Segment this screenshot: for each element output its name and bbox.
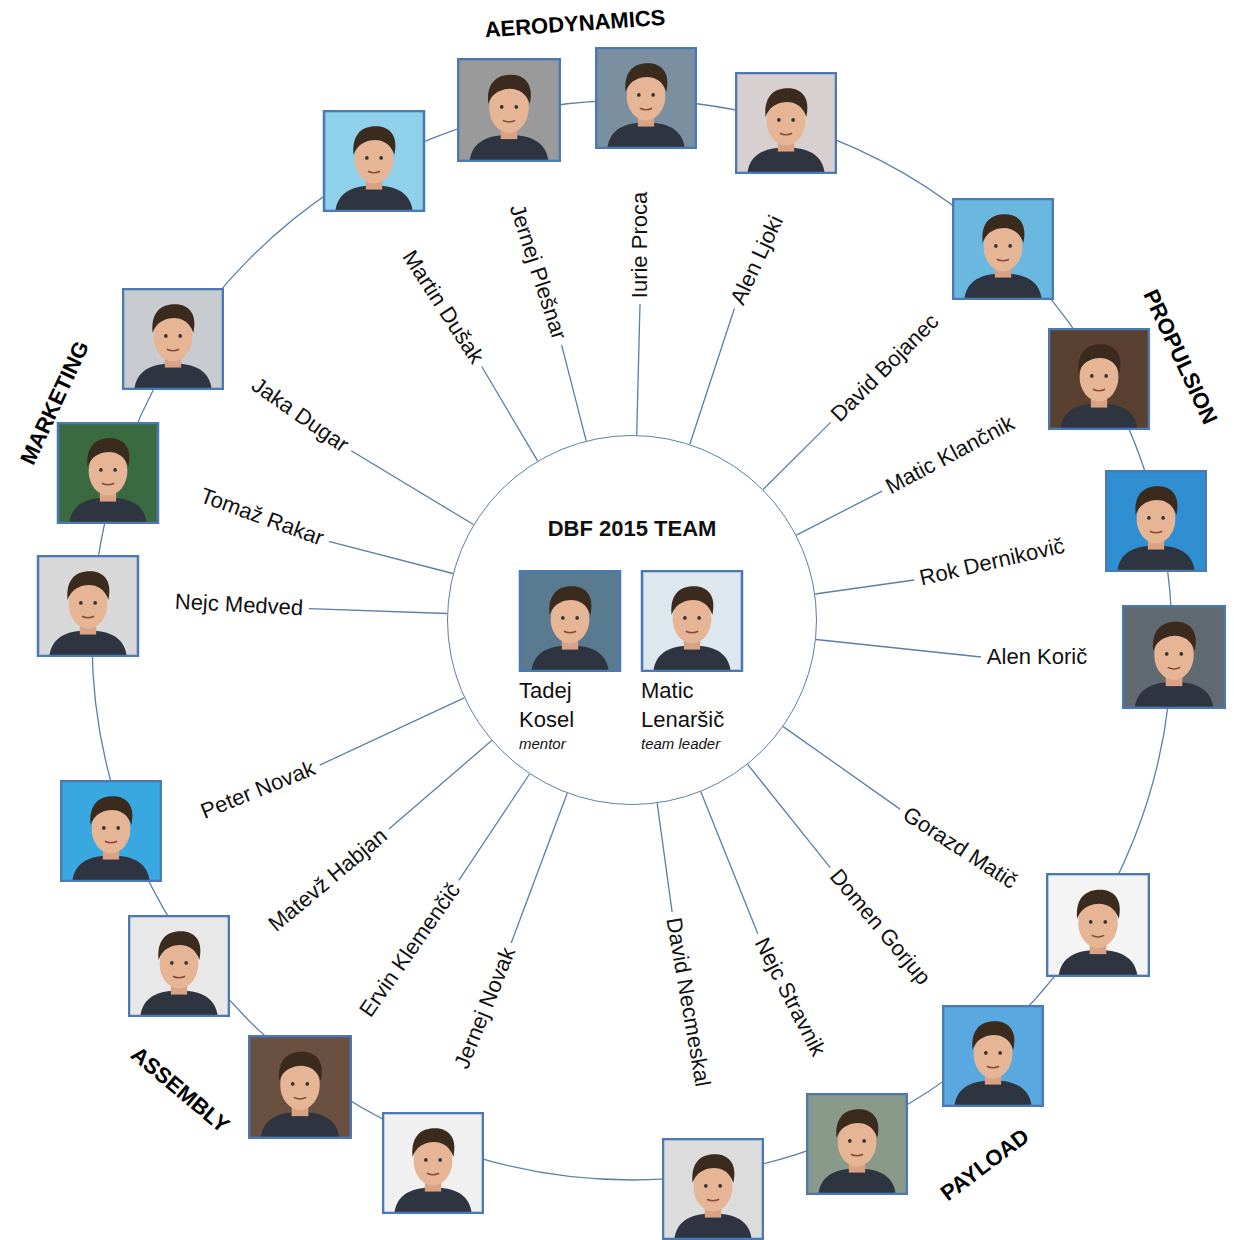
member-name: Domen Gorjup — [824, 864, 936, 990]
member-name: Ervin Klemenčič — [354, 878, 466, 1022]
photo — [323, 110, 425, 212]
radial-connector — [482, 367, 538, 461]
member-name: Jernej Plešnar — [504, 201, 572, 343]
member-name: Alen Korič — [987, 644, 1087, 670]
member-name-text: Nejc Medved — [174, 589, 304, 621]
section-heading: ASSEMBLY — [126, 1041, 235, 1138]
person-role: team leader — [641, 734, 753, 754]
radial-connector — [796, 491, 882, 535]
radial-connector — [562, 345, 587, 441]
member-name: Jaka Dugar — [246, 372, 353, 458]
team-circle: DBF 2015 TEAMTadej KoselmentorMatic Lena… — [447, 435, 817, 805]
member-name: David Necmeskal — [660, 915, 715, 1088]
member-name-text: Matevž Habjan — [263, 823, 391, 936]
photo — [1122, 605, 1226, 709]
member-name: Nejc Medved — [174, 589, 304, 622]
radial-connector — [701, 792, 758, 934]
photo — [457, 58, 561, 162]
member-name: Rok Dernikovič — [917, 533, 1067, 592]
person-name: Tadej Kosel — [519, 676, 631, 734]
photo — [382, 1112, 484, 1214]
member-name-text: Martin Dušak — [398, 246, 490, 368]
section-heading: AERODYNAMICS — [484, 5, 666, 44]
member-name: Martin Dušak — [397, 246, 489, 369]
member-name-text: Nejc Stravnik — [750, 933, 831, 1060]
radial-connector — [783, 727, 900, 810]
photo — [641, 570, 743, 672]
photo — [57, 422, 159, 524]
member-name: Gorazd Matič — [898, 801, 1022, 894]
photo — [952, 198, 1054, 300]
member-name: Tomaž Rakar — [197, 483, 328, 552]
photo — [128, 915, 230, 1017]
radial-connector — [511, 793, 567, 943]
member-name-text: Jaka Dugar — [247, 372, 354, 457]
member-name: Matevž Habjan — [263, 823, 392, 937]
radial-connector — [309, 609, 447, 614]
team-ring — [92, 100, 1172, 1180]
photo — [942, 1005, 1044, 1107]
radial-connector — [763, 422, 831, 489]
team-title: DBF 2015 TEAM — [448, 516, 816, 542]
photo — [122, 288, 224, 390]
member-name-text: Domen Gorjup — [825, 864, 936, 990]
person-role: mentor — [519, 734, 631, 754]
member-name: David Bojanec — [826, 309, 945, 428]
radial-connector — [690, 309, 735, 445]
section-heading: PROPULSION — [1137, 286, 1222, 429]
photo — [595, 47, 697, 149]
radial-connector — [748, 764, 831, 867]
member-name-text: Alen Korič — [987, 644, 1087, 669]
radial-connector — [657, 803, 672, 912]
member-name-text: Gorazd Matič — [899, 801, 1022, 893]
member-name-text: David Bojanec — [826, 309, 944, 427]
photo — [519, 570, 621, 672]
member-name: Jernej Novak — [449, 944, 521, 1073]
radial-connector — [389, 741, 492, 829]
photo — [1048, 328, 1150, 430]
radial-connector — [329, 541, 453, 573]
member-name-text: David Necmeskal — [661, 915, 715, 1088]
photo — [1105, 470, 1207, 572]
photo — [1046, 873, 1150, 977]
member-name-text: Rok Dernikovič — [917, 533, 1067, 591]
leader-card: Tadej Koselmentor — [519, 676, 631, 754]
radial-connector — [351, 451, 473, 525]
radial-connector — [637, 304, 640, 435]
photo — [806, 1093, 908, 1195]
radial-connector — [320, 698, 465, 765]
member-name-text: Alen Ljoki — [725, 211, 788, 308]
member-name: Iurie Proca — [627, 192, 653, 298]
member-name-text: Jernej Novak — [449, 944, 520, 1072]
person-name: Matic Lenaršič — [641, 676, 753, 734]
radial-connector — [459, 774, 530, 880]
member-name-text: Iurie Proca — [627, 192, 652, 298]
section-heading: PAYLOAD — [936, 1123, 1035, 1206]
member-name-text: Tomaž Rakar — [197, 483, 327, 551]
photo — [248, 1035, 352, 1139]
member-name: Nejc Stravnik — [749, 933, 831, 1060]
radial-connector — [815, 580, 914, 594]
member-name-text: Jernej Plešnar — [505, 201, 572, 342]
photo — [735, 72, 837, 174]
member-name-text: Matic Klančnik — [881, 410, 1018, 499]
photo — [60, 780, 162, 882]
radial-connector — [816, 640, 981, 658]
section-heading: MARKETING — [15, 337, 95, 469]
photo — [37, 555, 139, 657]
member-name-text: Ervin Klemenčič — [354, 878, 465, 1022]
photo — [662, 1138, 764, 1240]
member-name: Peter Novak — [197, 755, 319, 824]
member-name: Matic Klančnik — [881, 410, 1018, 500]
leader-card: Matic Lenaršičteam leader — [641, 676, 753, 754]
member-name-text: Peter Novak — [197, 755, 319, 824]
member-name: Alen Ljoki — [725, 211, 789, 308]
